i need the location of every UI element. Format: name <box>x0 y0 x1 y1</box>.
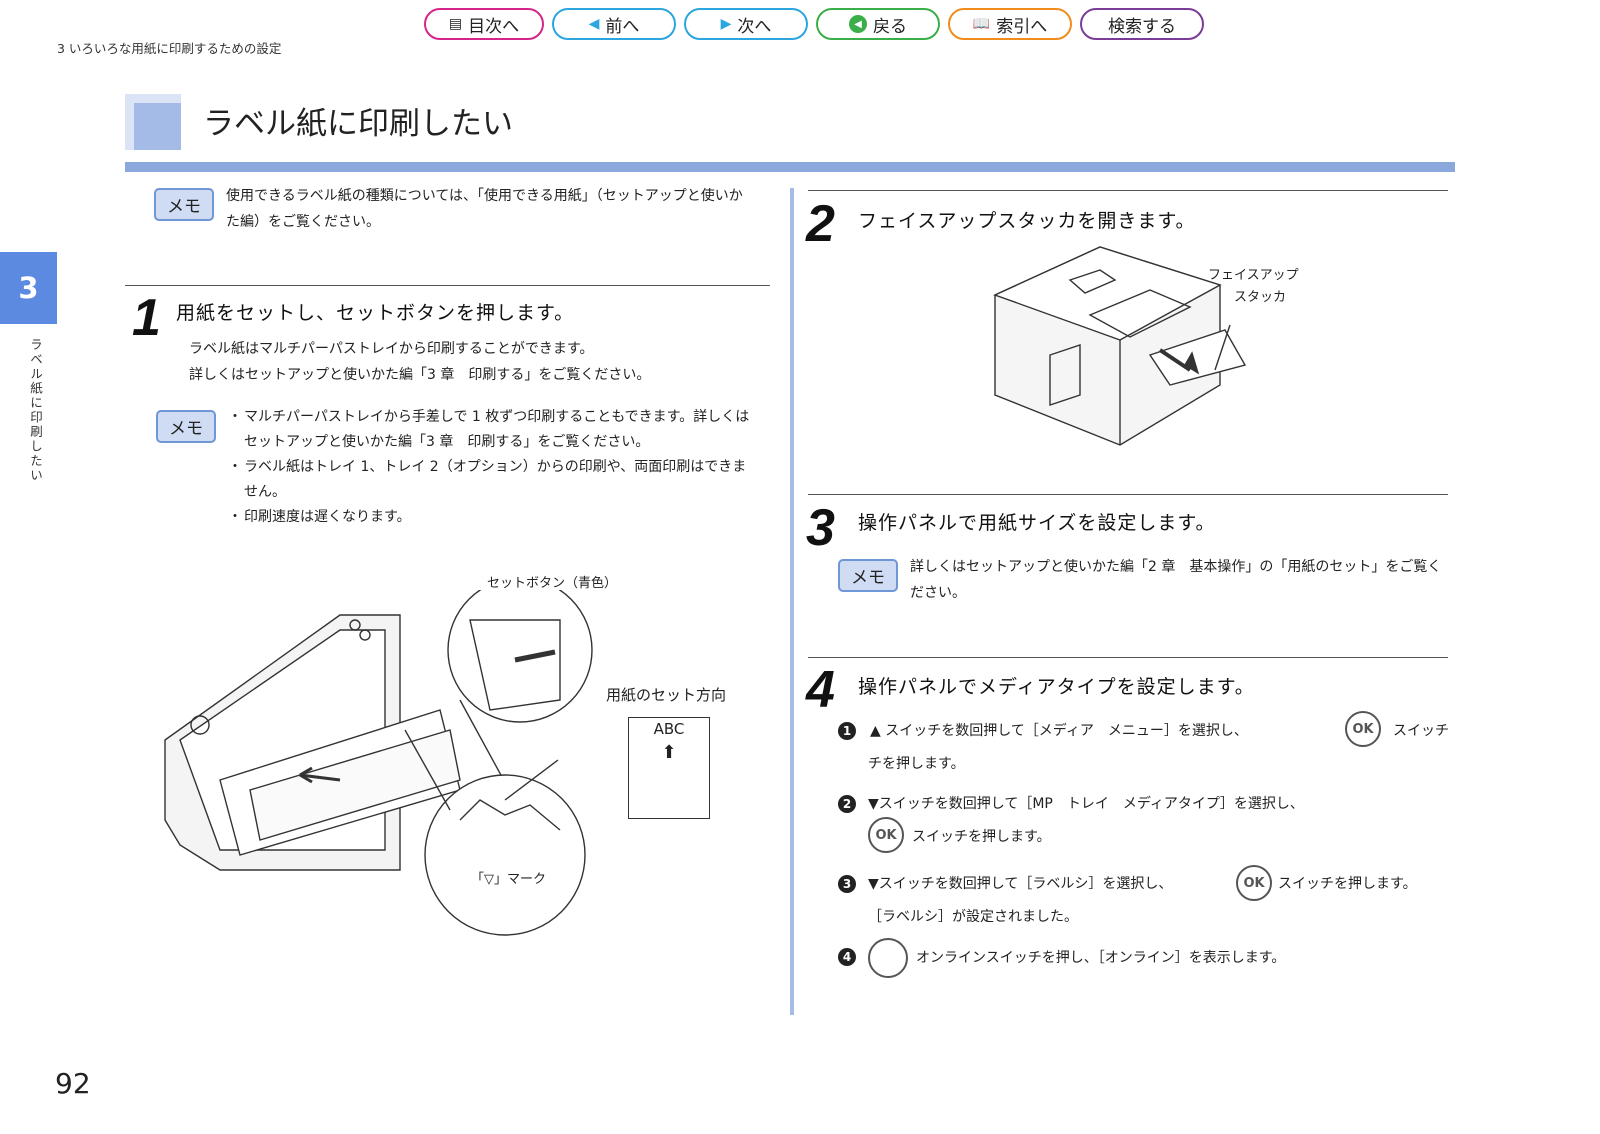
page-title: ラベル紙に印刷したい <box>203 106 513 142</box>
list-item: ・ラベル紙はトレイ 1、トレイ 2（オプション）からの印刷や、両面印刷はできませ… <box>228 459 747 500</box>
nav-button-2[interactable]: ▶ 次へ <box>684 8 808 40</box>
book-icon: 📖 <box>972 16 991 32</box>
nav-button-label: 目次へ <box>468 16 520 37</box>
chapter-tab[interactable]: 3 <box>0 252 57 324</box>
column-divider <box>790 188 794 1015</box>
printer-stacker-illustration <box>993 246 1247 446</box>
paper-direction-box: ABC ⬆ <box>628 717 710 819</box>
substep-text: ［ラベルシ］が設定されました。 <box>868 909 1078 925</box>
step-text: ラベル紙はマルチパーパストレイから印刷することができます。 <box>189 341 594 357</box>
side-chapter-label: ラベル紙に印刷したい <box>28 338 43 483</box>
memo-list: ・マルチパーパストレイから手差しで 1 枚ずつ印刷することもできます。詳しくはセ… <box>228 405 758 530</box>
substep-text: スイッチ <box>1393 723 1449 739</box>
paper-text: ABC <box>653 720 685 738</box>
step-memo-text: 詳しくはセットアップと使いかた編「2 章 基本操作」の「用紙のセット」をご覧くだ… <box>910 559 1442 601</box>
step-number: 4 <box>806 661 835 719</box>
figure-label-set-button: セットボタン（青色） <box>487 576 618 591</box>
intro-memo-text: 使用できるラベル紙の種類については、「使用できる用紙」（セットアップと使いかた編… <box>226 188 743 230</box>
step-text: 詳しくはセットアップと使いかた編「3 章 印刷する」をご覧ください。 <box>189 367 651 383</box>
up-arrow-icon: ⬆ <box>661 742 677 763</box>
substep-text: チを押します。 <box>868 756 965 772</box>
step-number: 1 <box>132 289 161 347</box>
step-heading: 用紙をセットし、セットボタンを押します。 <box>176 302 575 324</box>
list-item: ・印刷速度は遅くなります。 <box>228 509 411 525</box>
step-number: 2 <box>806 195 835 253</box>
substep-text: ▼スイッチを数回押して［ラベルシ］を選択し、 <box>868 876 1173 892</box>
printer-paper-tray-illustration <box>164 590 593 936</box>
step-divider <box>808 494 1448 495</box>
ok-button-icon: OK <box>1236 865 1272 901</box>
online-button-icon <box>868 938 908 978</box>
substep-text: ▼スイッチを数回押して［MP トレイ メディアタイプ］を選択し、 <box>868 796 1304 812</box>
toc-icon: ▤ <box>448 16 463 32</box>
substep-number: 4 <box>838 948 856 966</box>
substep-text: スイッチを押します。 <box>912 829 1051 845</box>
substep-number: 1 <box>838 722 856 740</box>
breadcrumb: 3 いろいろな用紙に印刷するための設定 <box>57 41 282 56</box>
step-divider <box>125 285 770 286</box>
ok-button-icon: OK <box>1345 711 1381 747</box>
next-arrow-icon: ▶ <box>720 16 732 32</box>
step-number: 3 <box>806 499 835 557</box>
nav-button-label: 戻る <box>873 16 907 37</box>
step-heading: 操作パネルでメディアタイプを設定します。 <box>858 676 1255 698</box>
substep-text: オンラインスイッチを押し、［オンライン］を表示します。 <box>916 950 1286 966</box>
step-heading: 操作パネルで用紙サイズを設定します。 <box>858 512 1216 534</box>
list-item: ・マルチパーパストレイから手差しで 1 枚ずつ印刷することもできます。詳しくはセ… <box>228 409 750 450</box>
page-number: 92 <box>55 1067 91 1100</box>
nav-button-label: 前へ <box>605 16 640 37</box>
nav-bar: ▤ 目次へ ◀ 前へ ▶ 次へ ◀ 戻る 📖 索引へ 検索する <box>424 8 1204 40</box>
step-divider <box>808 657 1448 658</box>
back-icon: ◀ <box>849 15 867 33</box>
figure-label-stacker: フェイスアップ <box>1208 268 1299 283</box>
ok-button-icon: OK <box>868 817 904 853</box>
memo-badge: メモ <box>156 410 216 443</box>
title-decoration-square <box>134 103 181 150</box>
figure-label-stacker: スタッカ <box>1234 290 1287 305</box>
substep-text: スイッチを押します。 <box>1278 876 1417 892</box>
nav-button-label: 索引へ <box>996 16 1048 37</box>
nav-button-3[interactable]: ◀ 戻る <box>816 8 940 40</box>
nav-button-5[interactable]: 検索する <box>1080 8 1204 40</box>
step-divider <box>808 190 1448 191</box>
title-underline <box>125 162 1455 172</box>
nav-button-4[interactable]: 📖 索引へ <box>948 8 1072 40</box>
nav-button-1[interactable]: ◀ 前へ <box>552 8 676 40</box>
nav-button-label: 検索する <box>1108 16 1176 37</box>
memo-badge: メモ <box>838 559 898 592</box>
substep-number: 2 <box>838 795 856 813</box>
nav-button-label: 次へ <box>737 16 772 37</box>
step-heading: フェイスアップスタッカを開きます。 <box>858 210 1196 232</box>
substep-text: ▲ スイッチを数回押して［メディア メニュー］を選択し、 <box>870 723 1248 739</box>
memo-badge: メモ <box>154 188 214 221</box>
figure-label-direction: 用紙のセット方向 <box>606 686 727 704</box>
prev-arrow-icon: ◀ <box>588 16 600 32</box>
nav-button-0[interactable]: ▤ 目次へ <box>424 8 544 40</box>
substep-number: 3 <box>838 875 856 893</box>
figure-label-mark: 「▽」マーク <box>471 872 546 887</box>
